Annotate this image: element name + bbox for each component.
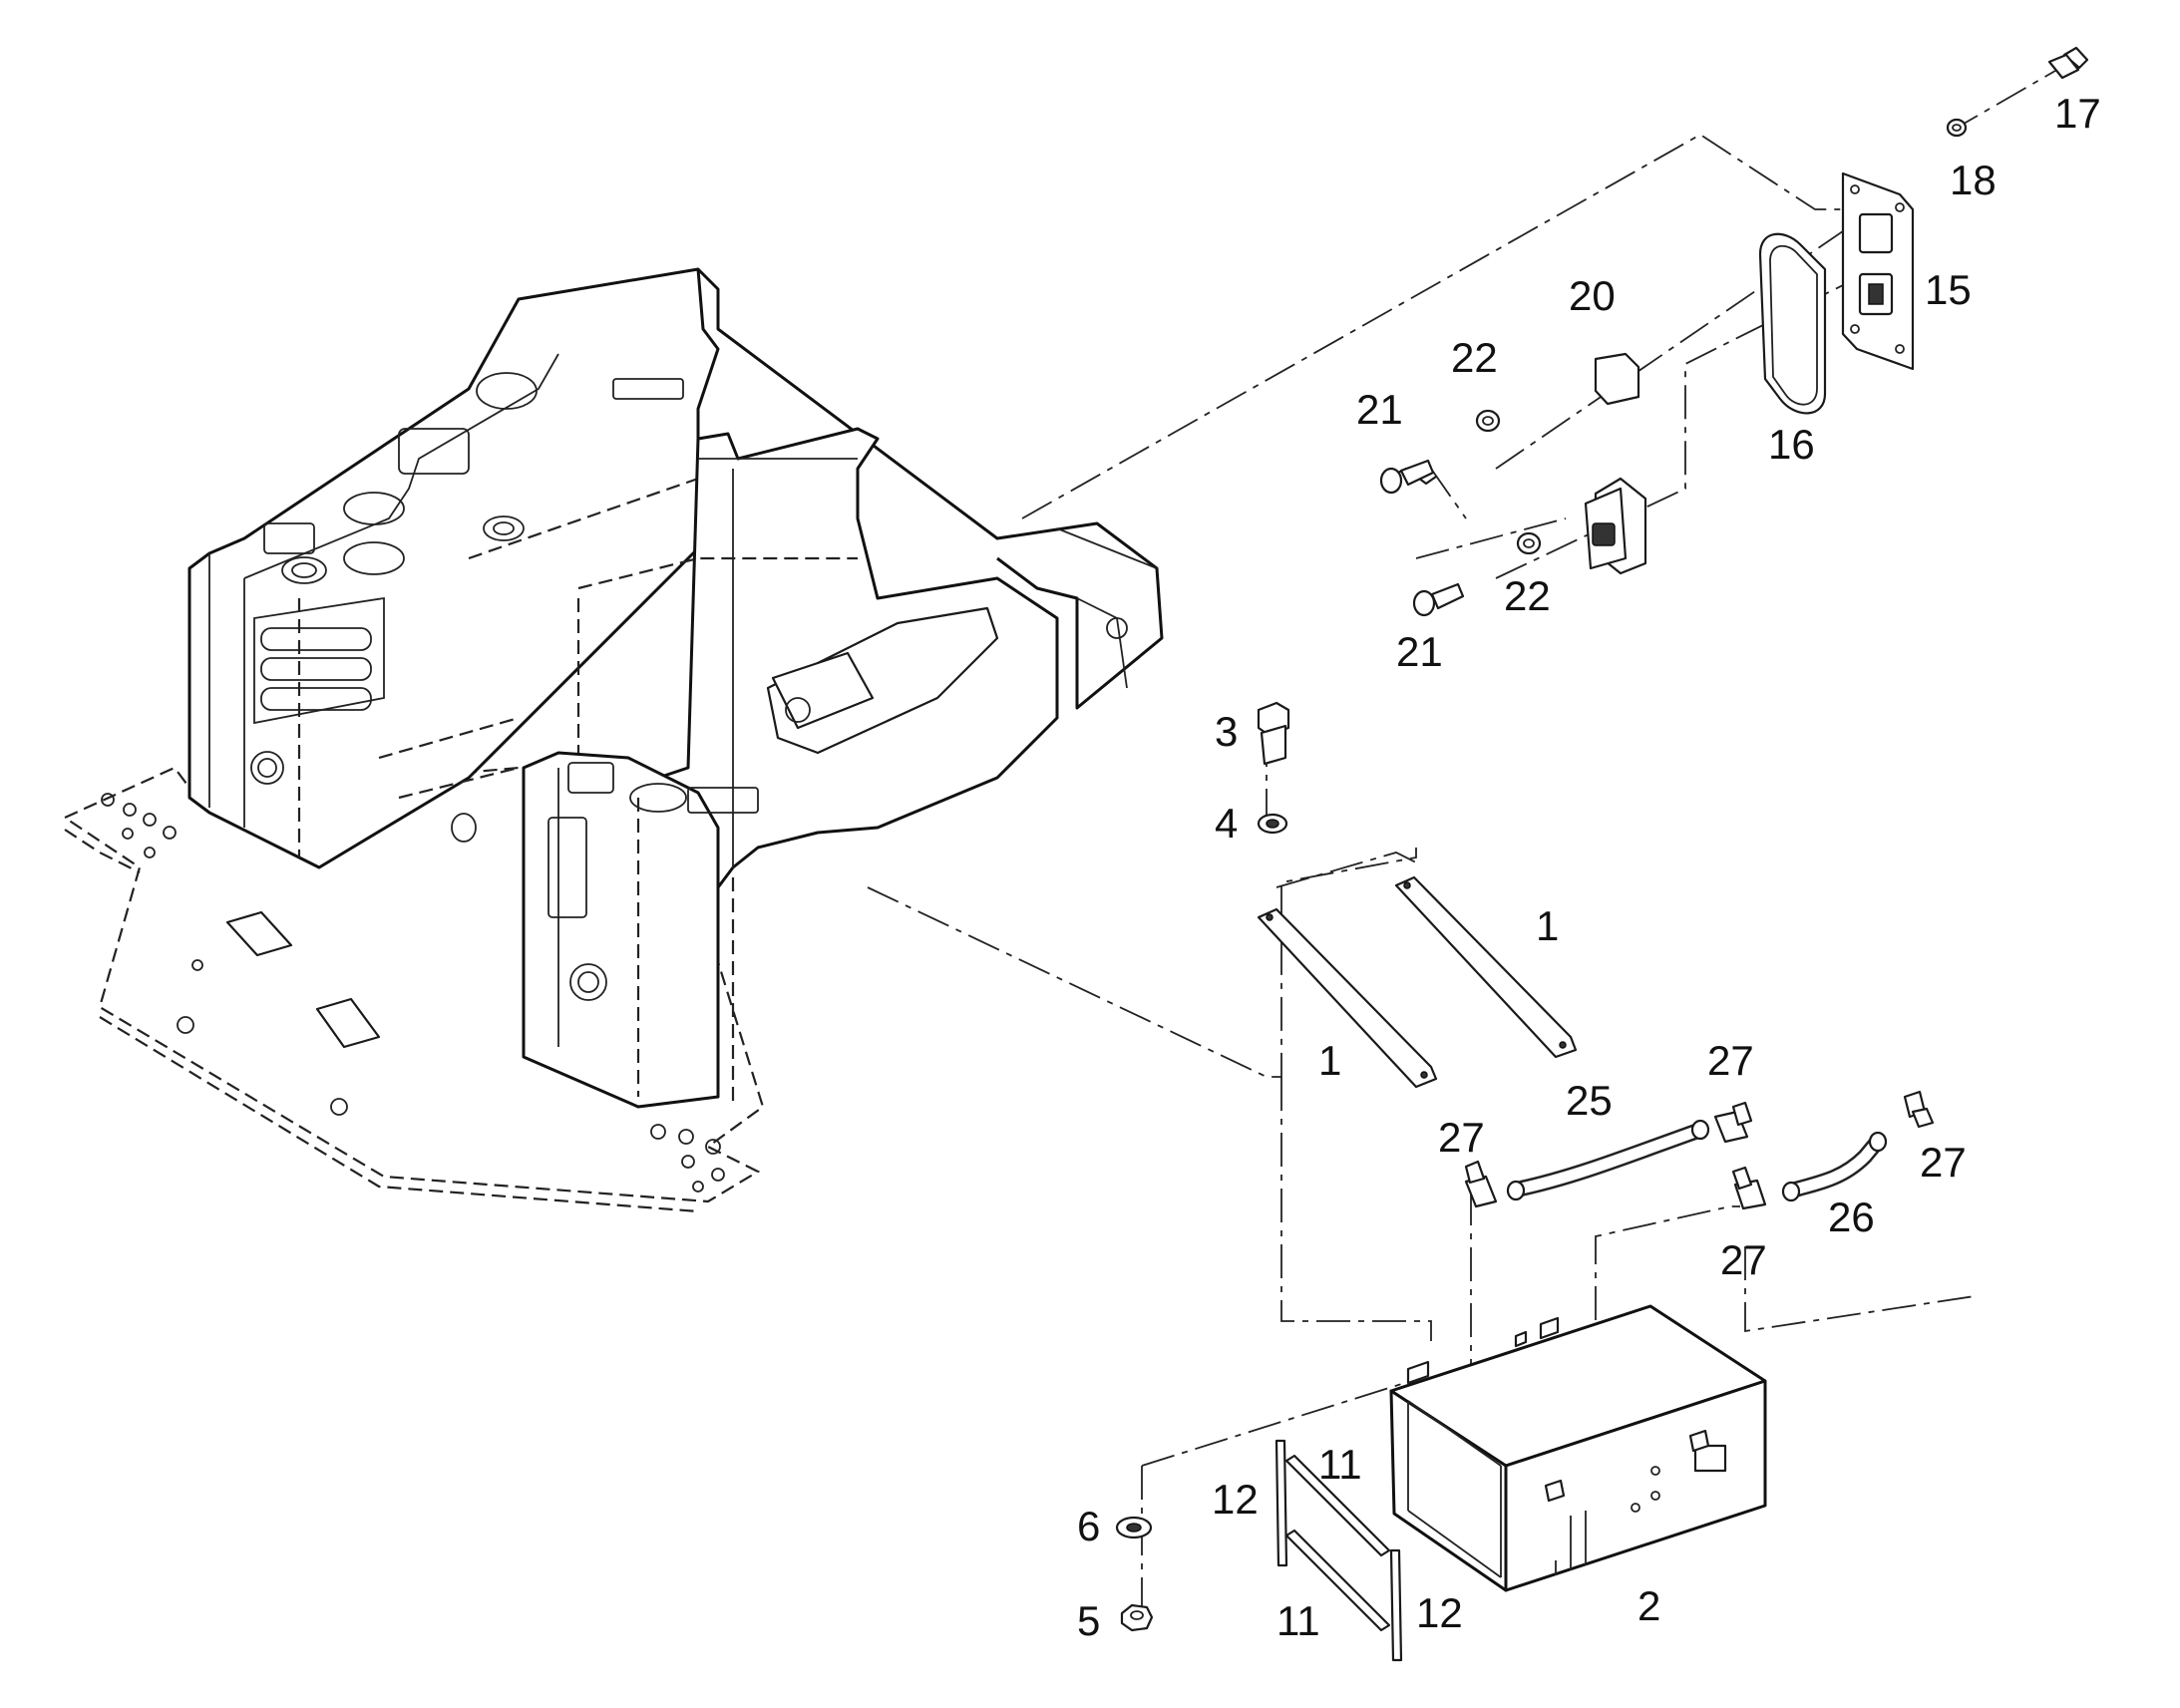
callout-27: 27 xyxy=(1920,1139,1967,1186)
callout-5: 5 xyxy=(1077,1597,1100,1644)
callout-15: 15 xyxy=(1925,266,1972,313)
panel-gasket xyxy=(1758,232,1827,415)
control-panel-assembly xyxy=(1379,46,2089,617)
washer-18 xyxy=(1946,118,1968,138)
strap-12-right xyxy=(1389,1548,1403,1662)
nut-5 xyxy=(1120,1603,1154,1632)
callout-17: 17 xyxy=(2054,90,2101,137)
washer-22-lower xyxy=(1516,531,1542,555)
callout-22: 22 xyxy=(1504,572,1551,619)
callout-16: 16 xyxy=(1768,421,1815,468)
frame-front-column xyxy=(522,751,720,1109)
elbow-27-c xyxy=(1731,1166,1767,1210)
panel-plate xyxy=(1841,171,1915,371)
elbow-27-d xyxy=(1903,1090,1935,1129)
callout-12: 12 xyxy=(1212,1476,1259,1523)
callout-26: 26 xyxy=(1828,1194,1875,1240)
washer-6 xyxy=(1115,1516,1153,1539)
strap-12-left xyxy=(1274,1439,1288,1567)
callout-21: 21 xyxy=(1396,628,1443,675)
screw-21-lower xyxy=(1412,582,1465,617)
callout-3: 3 xyxy=(1215,708,1238,755)
callout-1: 1 xyxy=(1536,902,1559,949)
callout-11: 11 xyxy=(1318,1441,1362,1488)
hose-26 xyxy=(1781,1131,1888,1202)
washer-22-upper xyxy=(1475,409,1501,433)
tank-2 xyxy=(1389,1304,1767,1592)
callout-4: 4 xyxy=(1215,800,1238,847)
connector-housing xyxy=(1584,477,1647,575)
cover-plate xyxy=(1594,352,1640,406)
callout-21: 21 xyxy=(1356,386,1403,433)
callout-1: 1 xyxy=(1318,1037,1341,1084)
callout-25: 25 xyxy=(1566,1077,1613,1124)
elbow-27-a xyxy=(1464,1160,1498,1208)
screw-17 xyxy=(2047,46,2089,80)
frame-left-tower xyxy=(187,267,720,869)
machine-frame xyxy=(62,267,1164,1213)
callout-20: 20 xyxy=(1569,272,1616,319)
callout-labels: 1 1 2 3 4 5 6 11 11 12 12 15 16 17 18 20… xyxy=(1077,90,2101,1644)
callout-27: 27 xyxy=(1438,1114,1485,1161)
washer-4 xyxy=(1257,813,1288,835)
strap-11-upper xyxy=(1284,1454,1391,1557)
bolt-3 xyxy=(1257,701,1290,766)
callout-18: 18 xyxy=(1950,157,1997,203)
callout-22: 22 xyxy=(1451,334,1498,381)
callout-2: 2 xyxy=(1637,1582,1660,1629)
bracket-1-right xyxy=(1394,875,1578,1059)
callout-11: 11 xyxy=(1276,1597,1320,1644)
callout-12: 12 xyxy=(1416,1589,1463,1636)
elbow-27-b xyxy=(1713,1101,1753,1144)
strap-11-lower xyxy=(1284,1529,1391,1632)
screw-21-upper xyxy=(1379,459,1437,495)
callout-27: 27 xyxy=(1720,1236,1767,1283)
hose-25 xyxy=(1506,1119,1710,1201)
callout-27: 27 xyxy=(1707,1037,1754,1084)
bracket-1-left xyxy=(1257,907,1438,1089)
callout-6: 6 xyxy=(1077,1503,1100,1549)
